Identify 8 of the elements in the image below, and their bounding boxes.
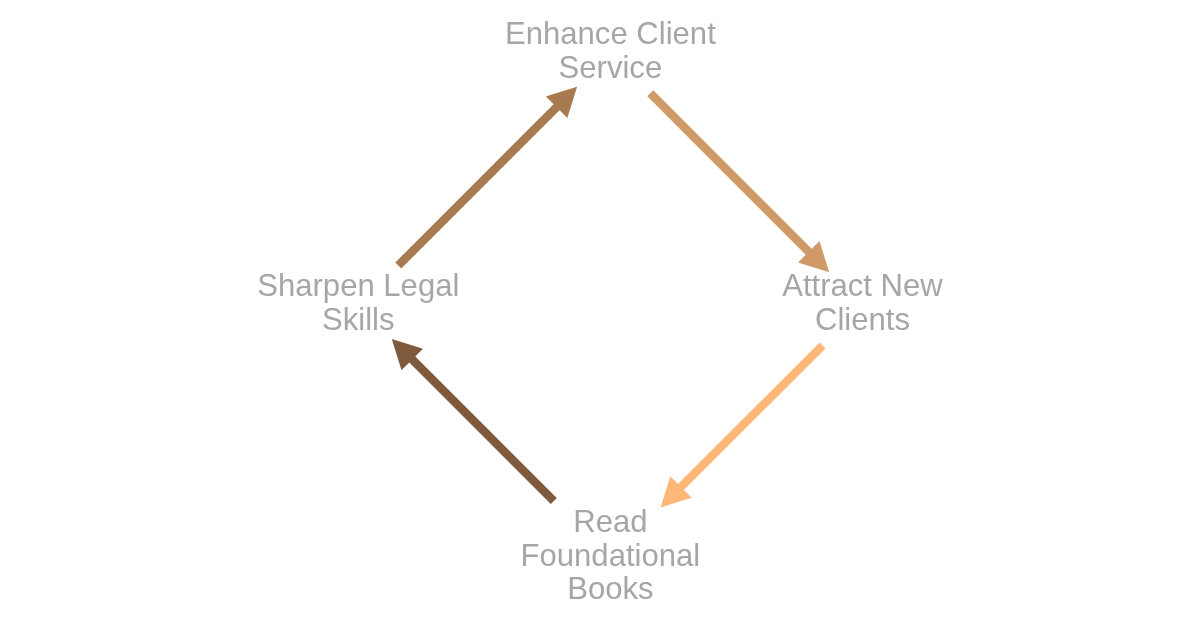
node-text: Read Foundational Books <box>520 503 700 607</box>
arrow <box>660 342 826 508</box>
node-text: Attract New Clients <box>781 268 943 338</box>
node-text: Sharpen Legal Skills <box>256 268 459 338</box>
arrow <box>394 86 577 269</box>
arrow <box>391 339 557 505</box>
arrow <box>646 90 829 273</box>
node-text: Enhance Client Service <box>504 16 716 86</box>
